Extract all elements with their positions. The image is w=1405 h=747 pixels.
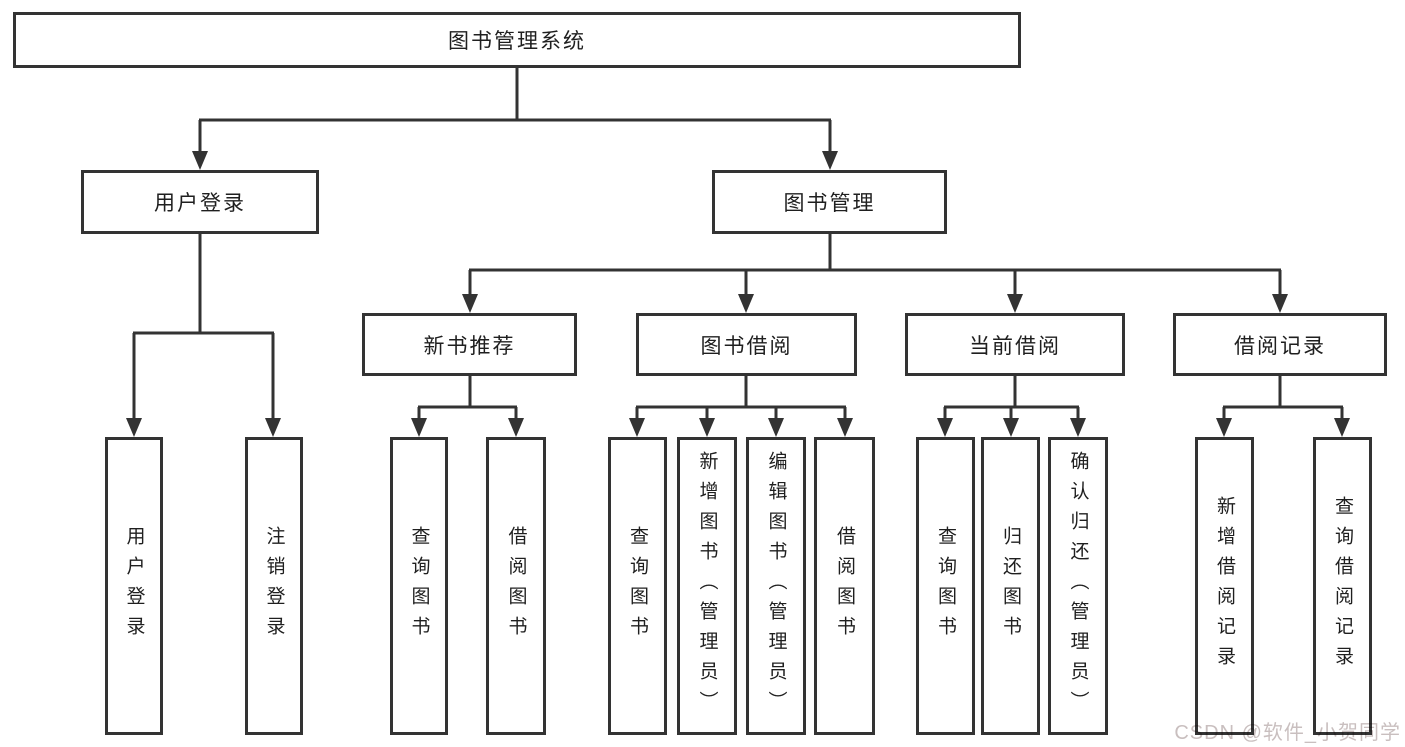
leaf-query-borrow-record: 查询借阅记录 [1313,437,1372,735]
leaf-borrow-books: 借阅图书 [814,437,875,735]
node-label: 当前借阅 [969,334,1061,358]
arrow-down-icon [508,418,524,437]
node-label: 图书管理 [783,192,876,215]
leaf-confirm-return-admin: 确认归还（管理员） [1048,437,1108,735]
leaf-label: 编辑图书（管理员） [765,451,787,721]
node-label: 用户登录 [154,192,246,215]
leaf-label: 借阅图书 [505,526,527,646]
node-user-login: 用户登录 [81,170,319,234]
leaf-label: 查询图书 [627,526,648,646]
arrow-down-icon [822,151,838,170]
node-book-management: 图书管理 [712,170,947,234]
leaf-label: 注销登录 [263,526,285,646]
arrow-down-icon [411,418,427,437]
arrow-down-icon [1334,418,1350,437]
arrow-down-icon [265,418,281,437]
node-label: 借阅记录 [1234,334,1326,358]
leaf-label: 确认归还（管理员） [1067,451,1089,721]
node-borrowing-records: 借阅记录 [1173,313,1387,376]
node-new-book-recommendation: 新书推荐 [362,313,577,376]
arrow-down-icon [1007,294,1023,313]
leaf-query-books-recommend: 查询图书 [390,437,448,735]
arrow-down-icon [1272,294,1288,313]
leaf-query-books-current: 查询图书 [916,437,975,735]
arrow-down-icon [1070,418,1086,437]
leaf-borrow-books-recommend: 借阅图书 [486,437,546,735]
arrow-down-icon [699,418,715,437]
arrowheads [126,151,1350,437]
arrow-down-icon [462,294,478,313]
leaf-label: 新增借阅记录 [1214,496,1235,676]
node-book-borrowing: 图书借阅 [636,313,857,376]
arrow-down-icon [937,418,953,437]
leaf-label: 用户登录 [123,526,145,646]
arrow-down-icon [1216,418,1232,437]
node-label: 新书推荐 [423,334,516,358]
tree-edges [132,68,1344,424]
leaf-user-login: 用户登录 [105,437,163,735]
leaf-logout: 注销登录 [245,437,303,735]
arrow-down-icon [192,151,208,170]
leaf-add-borrow-record: 新增借阅记录 [1195,437,1254,735]
arrow-down-icon [768,418,784,437]
node-label: 图书管理系统 [448,30,586,53]
leaf-label: 新增图书（管理员） [696,451,718,721]
leaf-add-book-admin: 新增图书（管理员） [677,437,737,735]
node-library-management-system: 图书管理系统 [13,12,1021,68]
leaf-label: 归还图书 [1000,526,1021,646]
leaf-label: 查询借阅记录 [1332,496,1353,676]
leaf-label: 查询图书 [935,526,956,646]
leaf-query-books-borrowing: 查询图书 [608,437,667,735]
leaf-return-books: 归还图书 [981,437,1040,735]
arrow-down-icon [738,294,754,313]
arrow-down-icon [837,418,853,437]
arrow-down-icon [126,418,142,437]
node-label: 图书借阅 [700,334,793,358]
leaf-edit-book-admin: 编辑图书（管理员） [746,437,806,735]
node-current-borrowing: 当前借阅 [905,313,1125,376]
leaf-label: 查询图书 [408,526,430,646]
leaf-label: 借阅图书 [834,526,855,646]
arrow-down-icon [1003,418,1019,437]
arrow-down-icon [629,418,645,437]
